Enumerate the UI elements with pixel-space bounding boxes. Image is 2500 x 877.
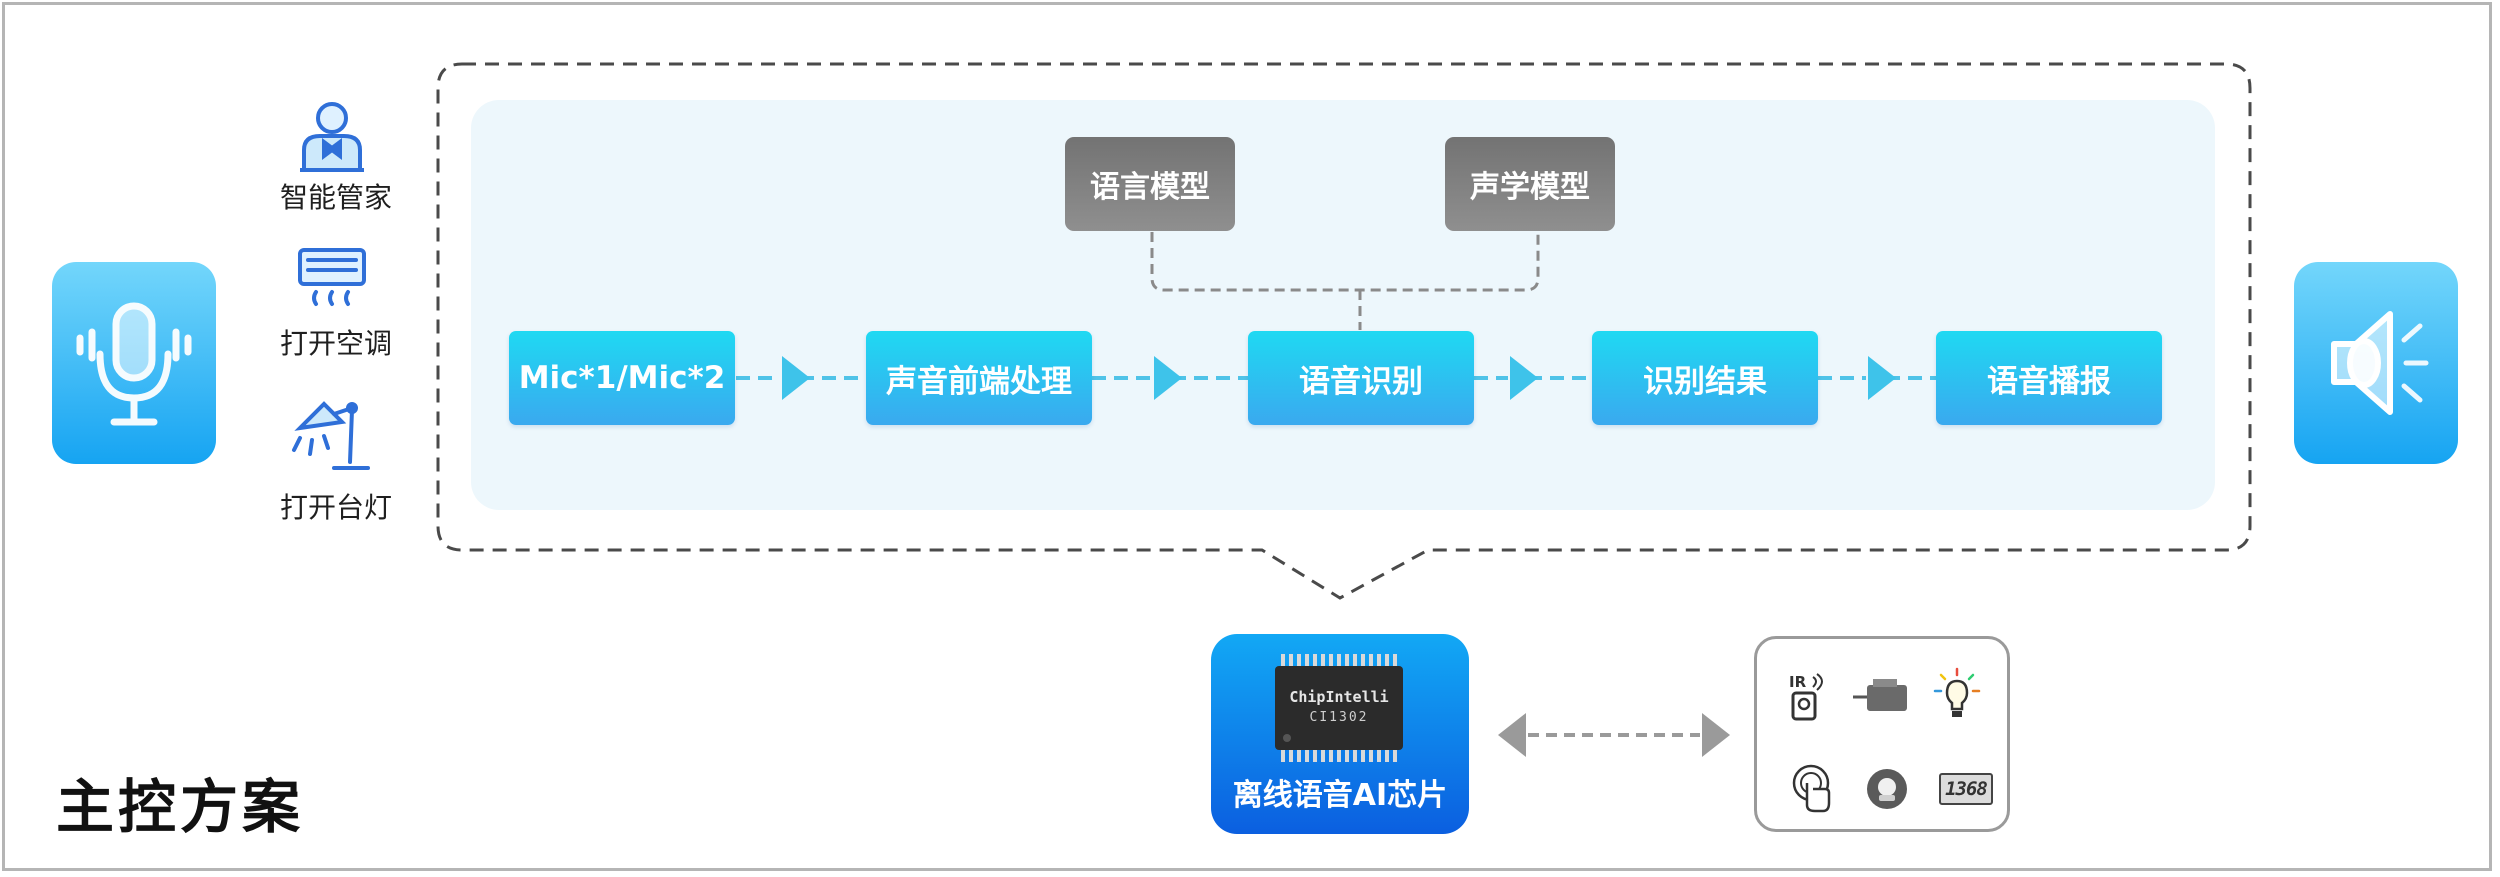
chip-card: ChipIntelli CI1302 离线语音AI芯片 (1211, 634, 1469, 834)
chip-brand: ChipIntelli (1289, 688, 1389, 706)
desk-lamp-icon (292, 401, 370, 470)
side-label-air-conditioner: 打开空调 (279, 327, 392, 360)
segment-display-icon: 1368 (1939, 773, 1993, 805)
arrow-3 (1510, 356, 1538, 400)
chip-label: 离线语音AI芯片 (1232, 778, 1448, 813)
step-recognition-result: 识别结果 (1592, 331, 1818, 425)
pipeline-panel (471, 100, 2215, 510)
page-title: 主控方案 (56, 773, 305, 841)
speaker-icon (2331, 311, 2429, 415)
segment-display-value: 1368 (1945, 778, 1988, 800)
microphone-tile (52, 262, 216, 464)
sensor-icon (1867, 769, 1907, 809)
arrow-4 (1868, 356, 1896, 400)
svg-text:IR: IR (1789, 673, 1807, 691)
side-label-desk-lamp: 打开台灯 (279, 491, 392, 524)
microphone-icon (76, 302, 192, 426)
bidirectional-arrow (1498, 713, 1730, 757)
step-speech-recognition: 语音识别 (1248, 331, 1474, 425)
butler-icon (300, 102, 364, 172)
arrow-1 (782, 356, 810, 400)
peripherals-box: IR 1368 (1754, 636, 2010, 832)
light-bulb-icon (1933, 667, 1981, 717)
step-voice-broadcast: 语音播报 (1936, 331, 2162, 425)
air-conditioner-icon (298, 248, 366, 306)
touch-icon (1792, 764, 1831, 813)
speaker-tile (2294, 262, 2458, 464)
ir-remote-icon: IR (1789, 673, 1823, 721)
arrow-2 (1154, 356, 1182, 400)
side-label-butler: 智能管家 (279, 181, 392, 214)
chip-icon (1275, 654, 1403, 762)
acoustic-model-box: 声学模型 (1445, 137, 1615, 231)
step-front-end-processing: 声音前端处理 (866, 331, 1092, 425)
chip-part-number: CI1302 (1309, 710, 1369, 725)
language-model-box: 语言模型 (1065, 137, 1235, 231)
step-mic: Mic*1/Mic*2 (509, 331, 735, 425)
motor-icon (1853, 679, 1907, 711)
